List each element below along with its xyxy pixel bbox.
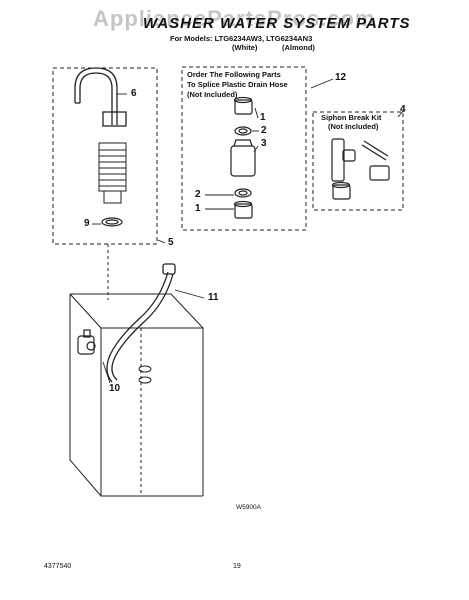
splice-box-line3: (Not Included) (187, 90, 238, 99)
splice-parts-box (181, 66, 307, 231)
callout-2-bottom: 2 (195, 189, 201, 200)
siphon-kit-line2: (Not Included) (328, 122, 379, 131)
washer-cabinet (69, 244, 204, 497)
callout-2-top: 2 (261, 125, 267, 136)
callout-3: 3 (261, 138, 267, 149)
callout-10: 10 (109, 383, 121, 394)
siphon-kit-parts (331, 138, 390, 200)
hose-clamp (101, 217, 123, 227)
callout-4: 4 (400, 104, 406, 115)
splice-parts (230, 96, 256, 219)
water-valve (77, 329, 96, 355)
splice-box-line1: Order The Following Parts (187, 70, 281, 79)
models-line: For Models: LTG6234AW3, LTG6234AN3 (170, 34, 313, 43)
drain-hose-group-box (52, 67, 158, 245)
callout-5: 5 (168, 237, 174, 248)
inlet-hose (106, 263, 176, 383)
callout-12: 12 (335, 72, 347, 83)
variant-white: (White) (232, 43, 258, 52)
page-title: WASHER WATER SYSTEM PARTS (143, 15, 411, 32)
page-number: 19 (233, 563, 241, 570)
splice-box-line2: To Splice Plastic Drain Hose (187, 80, 288, 89)
callout-9: 9 (84, 218, 90, 229)
callout-11: 11 (208, 292, 219, 303)
figure-code: W5900A (236, 504, 261, 511)
siphon-kit-box (312, 111, 404, 211)
variant-almond: (Almond) (282, 43, 315, 52)
callout-6: 6 (131, 88, 137, 99)
leader-lines (92, 78, 404, 384)
callout-1-top: 1 (260, 112, 266, 123)
callout-1-bottom: 1 (195, 203, 201, 214)
doc-number: 4377540 (44, 563, 72, 570)
watermark: AppliancePartsPros.com (93, 6, 376, 31)
drain-hose-hook (74, 67, 127, 127)
corrugated-hose (98, 142, 127, 204)
siphon-kit-line1: Siphon Break Kit (321, 113, 382, 122)
rear-fittings (138, 365, 152, 384)
